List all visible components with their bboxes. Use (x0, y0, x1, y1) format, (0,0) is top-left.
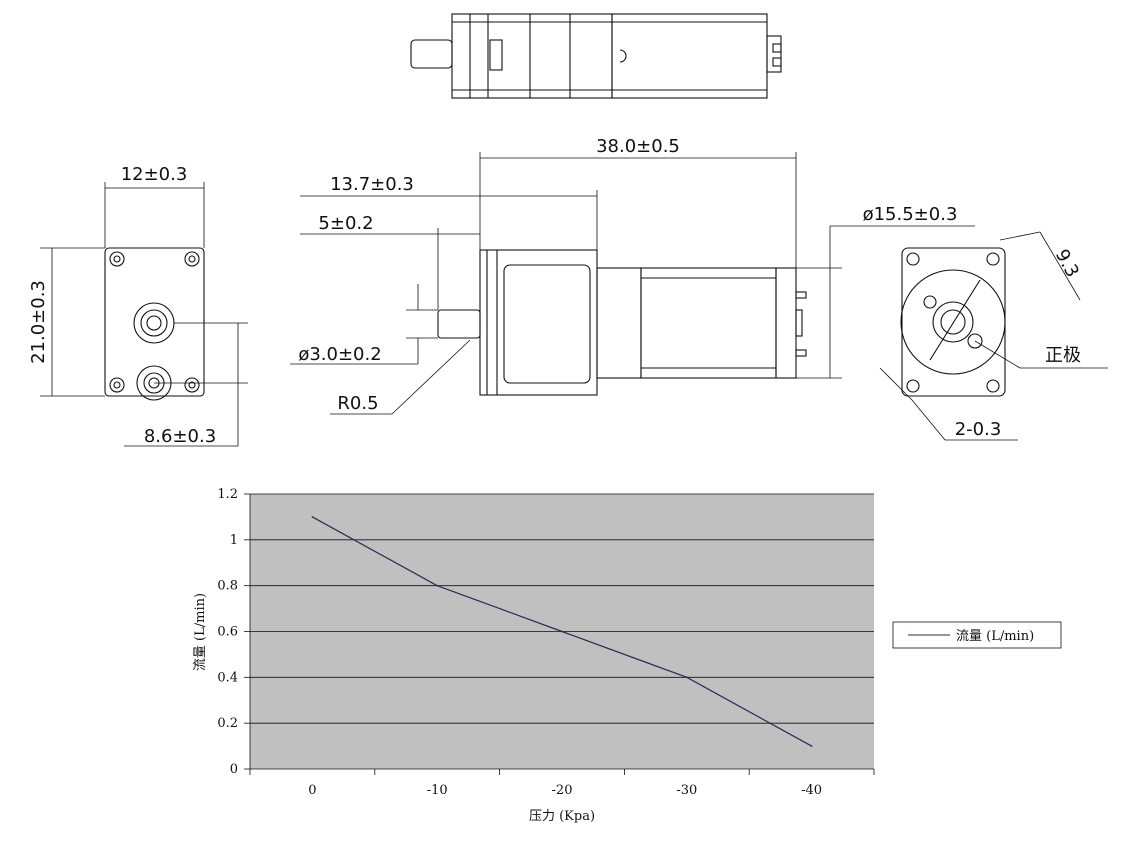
x-tick-label: 0 (308, 783, 316, 798)
rear-view: 9.3 正极 2-0.3 (879, 231, 1108, 441)
dim-height-label: 21.0±0.3 (28, 280, 49, 364)
series-point (311, 516, 314, 518)
y-tick-label: 0.4 (217, 670, 238, 685)
x-tick-label: -30 (676, 783, 697, 798)
y-tick-label: 0.8 (217, 579, 238, 594)
legend: 流量 (L/min) (892, 621, 1062, 649)
front-view: 12±0.3 21.0±0.3 8.6±0.3 (28, 164, 248, 447)
x-axis-title: 压力 (Kpa) (529, 809, 595, 824)
legend-label: 流量 (L/min) (956, 629, 1034, 644)
dim-width-label: 12±0.3 (121, 164, 188, 185)
x-tick-label: -40 (801, 783, 822, 798)
dim-inlet-offset-label: 8.6±0.3 (144, 426, 216, 447)
y-tick-label: 0 (230, 762, 238, 777)
dim-radius-label: R0.5 (337, 393, 378, 414)
positive-terminal-label: 正极 (1045, 345, 1081, 366)
dim-terminal-width-label: 2-0.3 (955, 419, 1002, 440)
series-group (311, 516, 813, 747)
series-point (686, 676, 688, 679)
y-tick-label: 1 (230, 533, 238, 548)
top-view (410, 13, 782, 99)
dim-terminal-spacing-label: 9.3 (1051, 246, 1083, 281)
dim-motor-diameter-label: ø15.5±0.3 (863, 204, 958, 225)
x-tick-label: -20 (552, 783, 573, 798)
y-tick-labels: 0 0.2 0.4 0.6 0.8 1 1.2 (217, 487, 238, 777)
series-point (436, 584, 439, 587)
side-view: 38.0±0.5 13.7±0.3 5±0.2 ø3.0±0.2 R0.5 ø1… (290, 136, 975, 415)
series-point (810, 745, 813, 747)
x-tick-label: -10 (427, 783, 448, 798)
series-point (561, 630, 563, 633)
y-axis-title: 流量 (L/min) (193, 593, 208, 671)
dim-total-length-label: 38.0±0.5 (596, 136, 680, 157)
dim-pump-length-label: 13.7±0.3 (330, 174, 414, 195)
dim-nozzle-length-label: 5±0.2 (318, 213, 373, 234)
y-tick-label: 0.2 (217, 716, 238, 731)
dim-nozzle-diameter-label: ø3.0±0.2 (298, 344, 381, 365)
x-tick-labels: 0 -10 -20 -30 -40 (308, 783, 822, 798)
y-tick-label: 1.2 (217, 487, 238, 502)
y-tick-label: 0.6 (217, 625, 238, 640)
flow-pressure-chart: 0 0.2 0.4 0.6 0.8 1 1.2 0 -10 -20 -30 -40 压力 (Kpa)… (193, 487, 1062, 824)
